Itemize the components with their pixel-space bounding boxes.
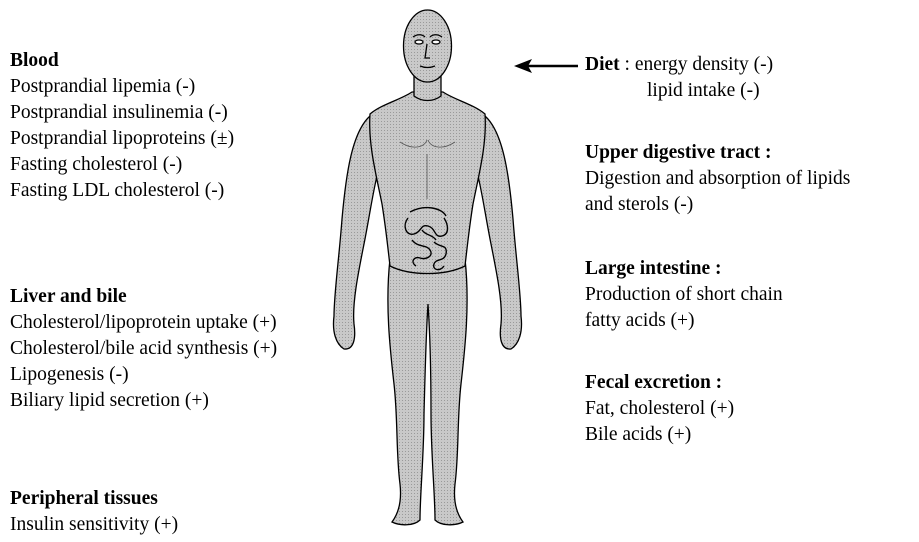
liver-item: Cholesterol/lipoprotein uptake (+) xyxy=(10,310,277,336)
diet-item: lipid intake (-) xyxy=(585,78,773,104)
diet-heading: Diet xyxy=(585,54,620,75)
liver-item: Biliary lipid secretion (+) xyxy=(10,388,277,414)
diet-item: : energy density (-) xyxy=(620,54,773,75)
upper-digestive-section: Upper digestive tract : Digestion and ab… xyxy=(585,140,850,218)
peripheral-item: Insulin sensitivity (+) xyxy=(10,512,178,538)
peripheral-tissues-section: Peripheral tissues Insulin sensitivity (… xyxy=(10,486,178,538)
fecal-excretion-section: Fecal excretion : Fat, cholesterol (+) B… xyxy=(585,370,734,448)
liver-item: Cholesterol/bile acid synthesis (+) xyxy=(10,336,277,362)
diet-line-1: Diet : energy density (-) xyxy=(585,52,773,78)
blood-item: Postprandial insulinemia (-) xyxy=(10,100,234,126)
legs xyxy=(388,259,467,525)
upper-item: and sterols (-) xyxy=(585,192,850,218)
liver-bile-section: Liver and bile Cholesterol/lipoprotein u… xyxy=(10,284,277,414)
liver-item: Lipogenesis (-) xyxy=(10,362,277,388)
head xyxy=(404,10,452,82)
fecal-item: Bile acids (+) xyxy=(585,422,734,448)
large-item: fatty acids (+) xyxy=(585,308,783,334)
human-body-figure xyxy=(330,4,525,539)
blood-item: Postprandial lipoproteins (±) xyxy=(10,126,234,152)
torso xyxy=(370,92,486,274)
peripheral-heading: Peripheral tissues xyxy=(10,486,178,512)
liver-bile-heading: Liver and bile xyxy=(10,284,277,310)
blood-heading: Blood xyxy=(10,48,234,74)
blood-item: Fasting cholesterol (-) xyxy=(10,152,234,178)
large-item: Production of short chain xyxy=(585,282,783,308)
blood-section: Blood Postprandial lipemia (-) Postprand… xyxy=(10,48,234,204)
blood-item: Postprandial lipemia (-) xyxy=(10,74,234,100)
blood-item: Fasting LDL cholesterol (-) xyxy=(10,178,234,204)
upper-digestive-heading: Upper digestive tract : xyxy=(585,140,850,166)
fecal-heading: Fecal excretion : xyxy=(585,370,734,396)
upper-item: Digestion and absorption of lipids xyxy=(585,166,850,192)
fecal-item: Fat, cholesterol (+) xyxy=(585,396,734,422)
large-intestine-section: Large intestine : Production of short ch… xyxy=(585,256,783,334)
large-intestine-heading: Large intestine : xyxy=(585,256,783,282)
diet-section: Diet : energy density (-) lipid intake (… xyxy=(585,52,773,104)
